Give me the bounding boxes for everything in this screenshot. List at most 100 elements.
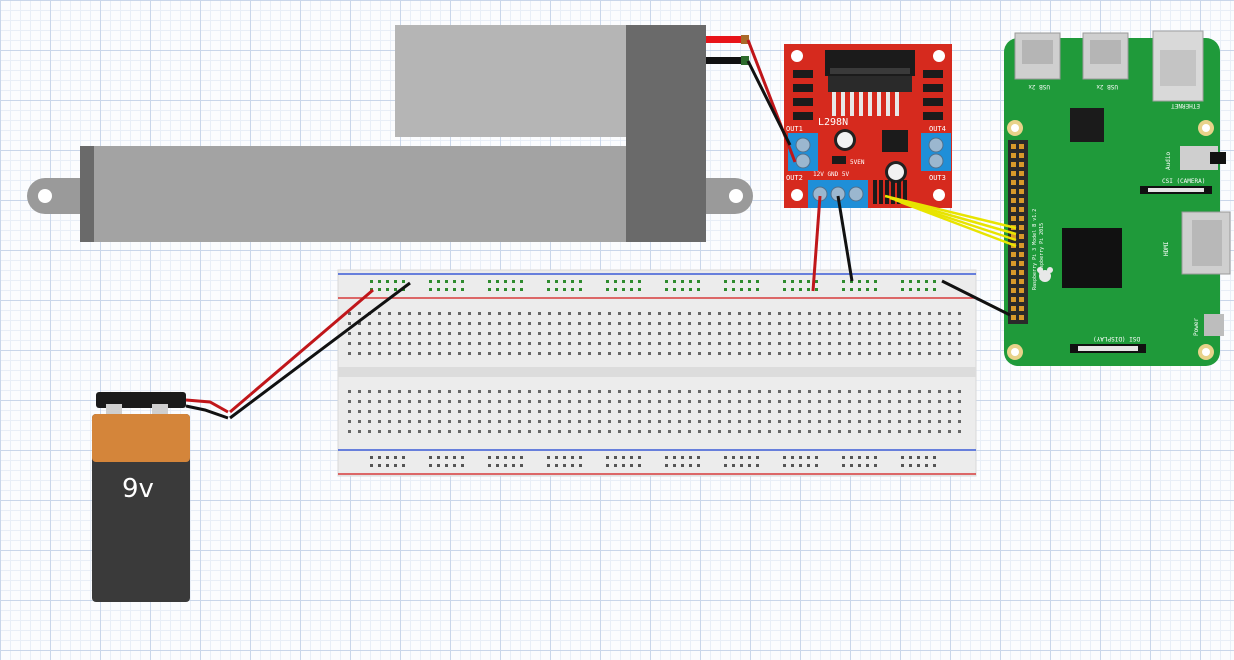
breadboard-hole xyxy=(488,464,491,467)
breadboard-hole xyxy=(638,390,641,393)
breadboard-hole xyxy=(388,410,391,413)
breadboard-hole xyxy=(461,280,464,283)
breadboard-hole xyxy=(898,400,901,403)
diode-row-left xyxy=(793,70,813,120)
breadboard-hole xyxy=(408,332,411,335)
breadboard-hole xyxy=(838,410,841,413)
breadboard-hole xyxy=(528,400,531,403)
gpio-pin xyxy=(1019,252,1024,257)
breadboard-hole xyxy=(418,312,421,315)
breadboard-hole xyxy=(858,288,861,291)
breadboard-hole xyxy=(748,464,751,467)
breadboard-hole xyxy=(678,390,681,393)
breadboard-hole xyxy=(512,456,515,459)
breadboard-hole xyxy=(678,400,681,403)
breadboard-hole xyxy=(799,456,802,459)
breadboard-hole xyxy=(958,332,961,335)
breadboard-hole xyxy=(518,430,521,433)
breadboard-hole xyxy=(448,390,451,393)
out4-label: OUT4 xyxy=(929,125,946,133)
usb-label-1: USB 2x xyxy=(1028,83,1050,90)
gpio-pin xyxy=(1011,144,1016,149)
breadboard-hole xyxy=(408,390,411,393)
breadboard-hole xyxy=(788,352,791,355)
breadboard-hole xyxy=(689,464,692,467)
breadboard-hole xyxy=(408,342,411,345)
breadboard-hole xyxy=(448,332,451,335)
breadboard-hole xyxy=(756,456,759,459)
breadboard-hole xyxy=(842,456,845,459)
breadboard-hole xyxy=(398,420,401,423)
heatsink-fin xyxy=(830,68,910,74)
breadboard-hole xyxy=(628,390,631,393)
breadboard-hole xyxy=(508,430,511,433)
breadboard-hole xyxy=(838,312,841,315)
breadboard-hole xyxy=(518,352,521,355)
breadboard-hole xyxy=(438,332,441,335)
breadboard-hole xyxy=(878,410,881,413)
breadboard-hole xyxy=(598,410,601,413)
actuator-front-hole xyxy=(729,189,743,203)
breadboard-hole xyxy=(838,342,841,345)
breadboard-hole xyxy=(548,420,551,423)
breadboard-hole xyxy=(468,312,471,315)
breadboard-hole xyxy=(478,420,481,423)
battery-label: 9v xyxy=(122,474,154,504)
breadboard-hole xyxy=(628,342,631,345)
breadboard-hole xyxy=(368,400,371,403)
breadboard-hole xyxy=(618,410,621,413)
breadboard-hole xyxy=(778,410,781,413)
breadboard-hole xyxy=(418,342,421,345)
breadboard-hole xyxy=(568,390,571,393)
breadboard-hole xyxy=(718,400,721,403)
breadboard-hole xyxy=(408,312,411,315)
breadboard-hole xyxy=(798,390,801,393)
breadboard-hole xyxy=(874,464,877,467)
gpio-pin xyxy=(1011,306,1016,311)
breadboard-hole xyxy=(378,390,381,393)
breadboard-hole xyxy=(358,342,361,345)
breadboard-hole xyxy=(908,322,911,325)
breadboard-hole xyxy=(668,352,671,355)
breadboard-hole xyxy=(678,312,681,315)
breadboard-hole xyxy=(498,400,501,403)
breadboard-hole xyxy=(688,400,691,403)
breadboard-hole xyxy=(588,410,591,413)
gpio-pin xyxy=(1011,198,1016,203)
pi-mount-hole-inner xyxy=(1202,124,1210,132)
breadboard-hole xyxy=(698,342,701,345)
breadboard-hole xyxy=(888,410,891,413)
gpio-pin xyxy=(1019,270,1024,275)
breadboard-hole xyxy=(618,342,621,345)
voltage-regulator xyxy=(882,130,908,152)
breadboard-hole xyxy=(488,456,491,459)
hdmi-port-inner xyxy=(1192,220,1222,266)
breadboard-hole xyxy=(478,352,481,355)
breadboard-hole xyxy=(697,456,700,459)
breadboard-hole xyxy=(728,352,731,355)
breadboard-hole xyxy=(888,400,891,403)
breadboard-hole xyxy=(588,390,591,393)
breadboard-hole xyxy=(538,352,541,355)
breadboard-hole xyxy=(818,410,821,413)
breadboard-hole xyxy=(888,390,891,393)
breadboard-hole xyxy=(496,464,499,467)
breadboard-hole xyxy=(648,400,651,403)
breadboard-hole xyxy=(638,288,641,291)
breadboard-hole xyxy=(558,342,561,345)
breadboard-hole xyxy=(878,390,881,393)
breadboard-hole xyxy=(898,390,901,393)
capacitor-1-top xyxy=(837,132,853,148)
breadboard-hole xyxy=(958,312,961,315)
breadboard-hole xyxy=(358,332,361,335)
breadboard-hole xyxy=(828,312,831,315)
breadboard-hole xyxy=(563,288,566,291)
gpio-pin xyxy=(1011,162,1016,167)
breadboard-hole xyxy=(878,400,881,403)
usb-label-2: USB 2x xyxy=(1096,83,1118,90)
breadboard-hole xyxy=(868,410,871,413)
wires xyxy=(185,39,1017,420)
breadboard-hole xyxy=(608,430,611,433)
breadboard-hole xyxy=(678,410,681,413)
terminal-screw xyxy=(848,186,864,202)
